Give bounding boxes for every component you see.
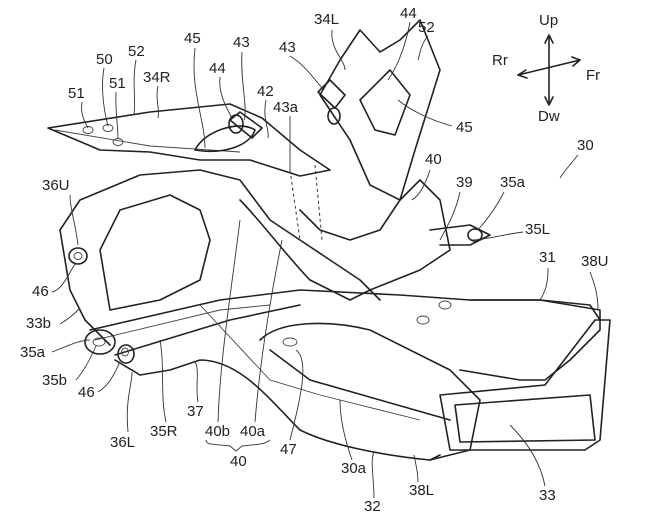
label-37: 37 xyxy=(187,403,204,420)
label-30a: 30a xyxy=(341,460,367,477)
label-45: 45 xyxy=(184,30,201,47)
label-fr: Fr xyxy=(586,67,600,84)
label-44: 44 xyxy=(209,60,226,77)
body-structure-drawing xyxy=(47,19,611,499)
label-33b: 33b xyxy=(26,315,51,332)
label-45: 45 xyxy=(456,119,473,136)
label-34L: 34L xyxy=(314,11,339,28)
label-35a: 35a xyxy=(20,344,46,361)
label-35R: 35R xyxy=(150,423,178,440)
label-40: 40 xyxy=(425,151,442,168)
reference-labels: 51 50 51 52 34R 45 44 43 42 43a 43 34L 4… xyxy=(20,5,609,515)
label-34R: 34R xyxy=(143,69,171,86)
label-30: 30 xyxy=(577,137,594,154)
label-40a: 40a xyxy=(240,423,266,440)
label-46: 46 xyxy=(32,283,49,300)
label-42: 42 xyxy=(257,83,274,100)
label-rr: Rr xyxy=(492,52,508,69)
label-36L: 36L xyxy=(110,434,135,451)
label-39: 39 xyxy=(456,174,473,191)
label-50: 50 xyxy=(96,51,113,68)
label-dw: Dw xyxy=(538,108,560,125)
direction-arrows-icon xyxy=(517,34,581,106)
label-up: Up xyxy=(539,12,558,29)
label-35L: 35L xyxy=(525,221,550,238)
label-51: 51 xyxy=(109,75,126,92)
label-43: 43 xyxy=(233,34,250,51)
label-36U: 36U xyxy=(42,177,70,194)
label-31: 31 xyxy=(539,249,556,266)
label-51: 51 xyxy=(68,85,85,102)
label-52: 52 xyxy=(418,19,435,36)
label-33: 33 xyxy=(539,487,556,504)
label-40b: 40b xyxy=(205,423,230,440)
label-35b: 35b xyxy=(42,372,67,389)
label-46: 46 xyxy=(78,384,95,401)
label-43: 43 xyxy=(279,39,296,56)
label-40: 40 xyxy=(230,453,247,470)
label-38L: 38L xyxy=(409,482,434,499)
label-38U: 38U xyxy=(581,253,609,270)
label-44: 44 xyxy=(400,5,417,22)
label-32: 32 xyxy=(364,498,381,515)
label-35a: 35a xyxy=(500,174,526,191)
label-47: 47 xyxy=(280,441,297,458)
label-52: 52 xyxy=(128,43,145,60)
label-43a: 43a xyxy=(273,99,299,116)
